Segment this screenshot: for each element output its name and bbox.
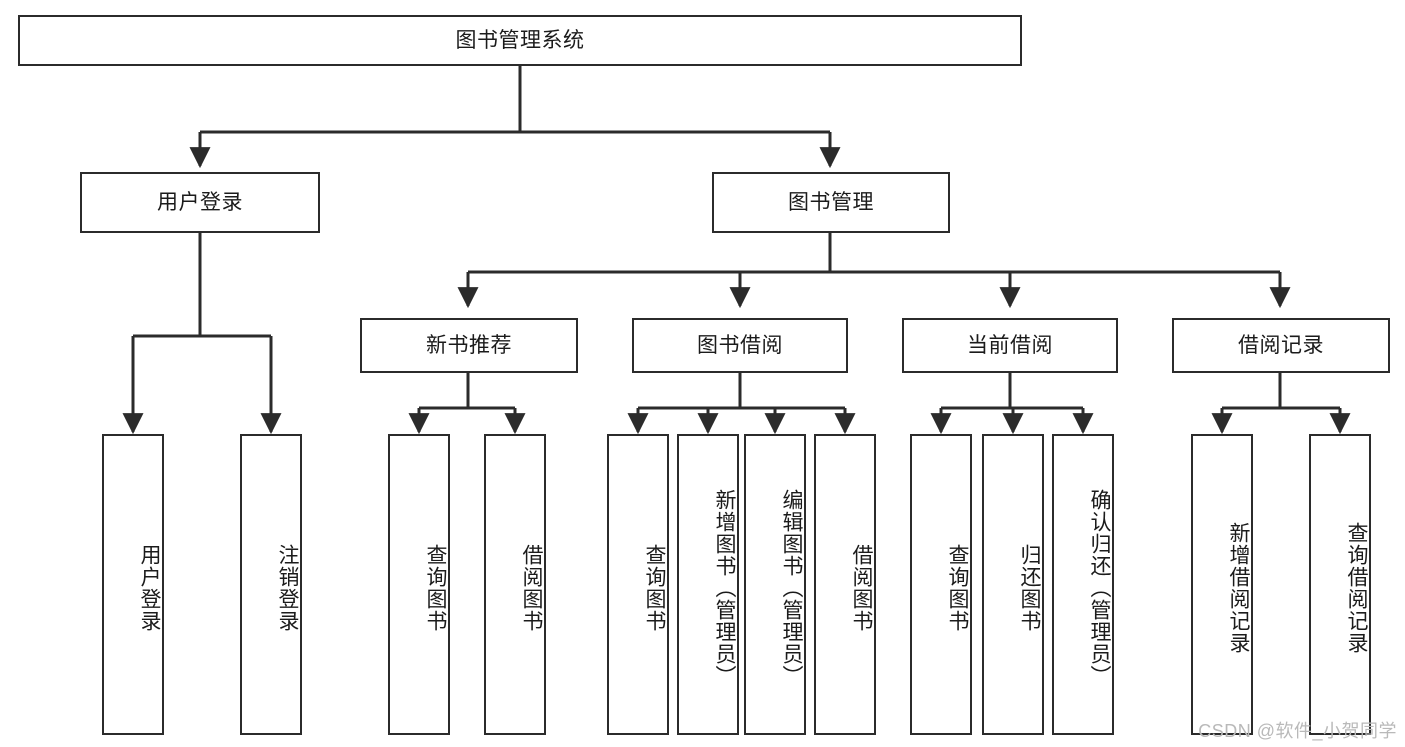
node-root[interactable]: 图书管理系统 (18, 15, 1022, 66)
node-borrow-record-label: 借阅记录 (1238, 333, 1324, 357)
leaf-borrow-record-1-label: 新增借阅记录 (1227, 521, 1250, 654)
leaf-current-borrow-2[interactable]: 归还图书 (982, 434, 1044, 735)
leaf-book-borrow-1[interactable]: 查询图书 (607, 434, 669, 735)
leaf-book-borrow-4-label: 借阅图书 (850, 543, 873, 632)
leaf-user-login-2[interactable]: 注销登录 (240, 434, 302, 735)
node-book-manage-label: 图书管理 (788, 190, 874, 214)
leaf-current-borrow-2-label: 归还图书 (1018, 543, 1041, 632)
node-new-book-recommend-label: 新书推荐 (426, 333, 512, 357)
leaf-borrow-record-2-label: 查询借阅记录 (1345, 521, 1368, 654)
leaf-book-borrow-4[interactable]: 借阅图书 (814, 434, 876, 735)
leaf-borrow-record-2[interactable]: 查询借阅记录 (1309, 434, 1371, 735)
node-borrow-record[interactable]: 借阅记录 (1172, 318, 1390, 373)
leaf-book-borrow-2[interactable]: 新增图书（管理员） (677, 434, 739, 735)
node-user-login[interactable]: 用户登录 (80, 172, 320, 233)
leaf-book-borrow-3-label: 编辑图书（管理员） (780, 488, 803, 687)
leaf-book-borrow-1-label: 查询图书 (643, 543, 666, 632)
leaf-new-book-2[interactable]: 借阅图书 (484, 434, 546, 735)
node-book-borrow-label: 图书借阅 (697, 333, 783, 357)
leaf-current-borrow-3[interactable]: 确认归还（管理员） (1052, 434, 1114, 735)
leaf-current-borrow-1[interactable]: 查询图书 (910, 434, 972, 735)
leaf-book-borrow-2-label: 新增图书（管理员） (713, 488, 736, 687)
leaf-borrow-record-1[interactable]: 新增借阅记录 (1191, 434, 1253, 735)
leaf-new-book-1[interactable]: 查询图书 (388, 434, 450, 735)
node-new-book-recommend[interactable]: 新书推荐 (360, 318, 578, 373)
leaf-user-login-1-label: 用户登录 (138, 543, 161, 632)
node-root-label: 图书管理系统 (455, 28, 585, 52)
leaf-user-login-2-label: 注销登录 (276, 543, 299, 632)
leaf-new-book-2-label: 借阅图书 (520, 543, 543, 632)
leaf-book-borrow-3[interactable]: 编辑图书（管理员） (744, 434, 806, 735)
watermark: CSDN @软件_小贺同学 (1198, 721, 1397, 741)
leaf-new-book-1-label: 查询图书 (424, 543, 447, 632)
leaf-user-login-1[interactable]: 用户登录 (102, 434, 164, 735)
node-current-borrow[interactable]: 当前借阅 (902, 318, 1118, 373)
node-book-borrow[interactable]: 图书借阅 (632, 318, 848, 373)
leaf-current-borrow-3-label: 确认归还（管理员） (1088, 488, 1111, 687)
node-book-manage[interactable]: 图书管理 (712, 172, 950, 233)
node-user-login-label: 用户登录 (157, 190, 243, 214)
leaf-current-borrow-1-label: 查询图书 (946, 543, 969, 632)
node-current-borrow-label: 当前借阅 (967, 333, 1053, 357)
